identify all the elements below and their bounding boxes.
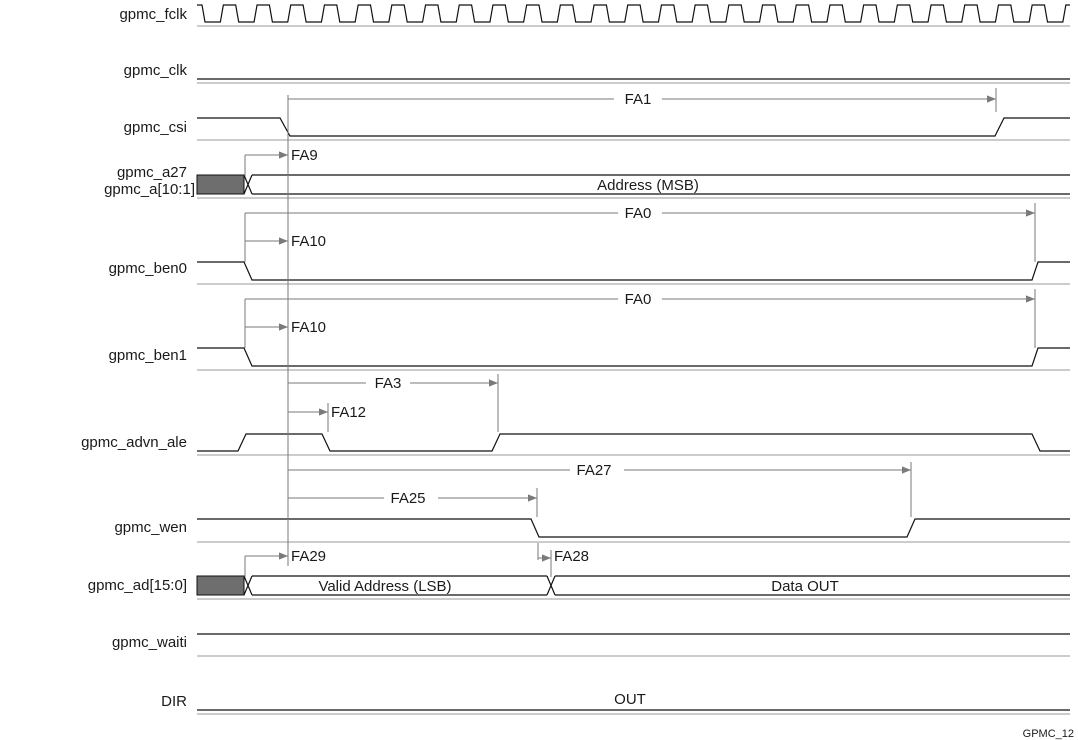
fa25-label: FA25 xyxy=(390,490,425,507)
fa0-ben0-label: FA0 xyxy=(625,205,652,222)
fa1-label: FA1 xyxy=(625,91,652,108)
signal-label-wen: gpmc_wen xyxy=(114,519,187,536)
signal-label-a10: gpmc_a[10:1] xyxy=(104,181,195,198)
undefined-region-ad xyxy=(196,575,245,596)
dir-value-field: OUT xyxy=(614,691,646,708)
valid-address-lsb-field: Valid Address (LSB) xyxy=(318,578,451,595)
timing-annotations: FA1 FA9 FA0 FA10 FA0 FA10 FA3 FA12 xyxy=(244,88,1036,577)
signal-label-clk: gpmc_clk xyxy=(124,62,188,79)
fa28-label: FA28 xyxy=(554,548,589,565)
fa0-ben1-label: FA0 xyxy=(625,291,652,308)
signal-label-ben0: gpmc_ben0 xyxy=(109,260,187,277)
signal-label-wait: gpmc_waiti xyxy=(112,634,187,651)
fa12-label: FA12 xyxy=(331,404,366,421)
csi-waveform xyxy=(197,117,1070,137)
fa10-ben0-label: FA10 xyxy=(291,233,326,250)
signal-label-ben1: gpmc_ben1 xyxy=(109,347,187,364)
signal-label-a27: gpmc_a27 xyxy=(117,164,187,181)
fa27-label: FA27 xyxy=(576,462,611,479)
signal-label-fclk: gpmc_fclk xyxy=(119,6,187,23)
fa29-label: FA29 xyxy=(291,548,326,565)
ad-bus: Valid Address (LSB) Data OUT xyxy=(196,575,1070,596)
data-out-field: Data OUT xyxy=(771,578,839,595)
address-msb-field: Address (MSB) xyxy=(597,177,699,194)
undefined-region-a xyxy=(196,174,245,195)
fa10-ben1-label: FA10 xyxy=(291,319,326,336)
signal-label-csi: gpmc_csi xyxy=(124,119,187,136)
wen-waveform xyxy=(197,518,1070,538)
fa9-label: FA9 xyxy=(291,147,318,164)
address-msb-bus: Address (MSB) xyxy=(196,174,1070,195)
signal-label-dir: DIR xyxy=(161,693,187,710)
advn-ale-waveform xyxy=(197,433,1070,452)
row-baselines xyxy=(197,25,1070,715)
fclk-waveform xyxy=(197,4,1070,23)
ben1-waveform xyxy=(197,347,1070,367)
signal-label-ad: gpmc_ad[15:0] xyxy=(88,577,187,594)
fa3-label: FA3 xyxy=(375,375,402,392)
signal-labels: gpmc_fclk gpmc_clk gpmc_csi gpmc_a27 gpm… xyxy=(81,6,195,710)
signal-label-advn-ale: gpmc_advn_ale xyxy=(81,434,187,451)
ben0-waveform xyxy=(197,261,1070,281)
figure-id: GPMC_12 xyxy=(1023,728,1074,740)
